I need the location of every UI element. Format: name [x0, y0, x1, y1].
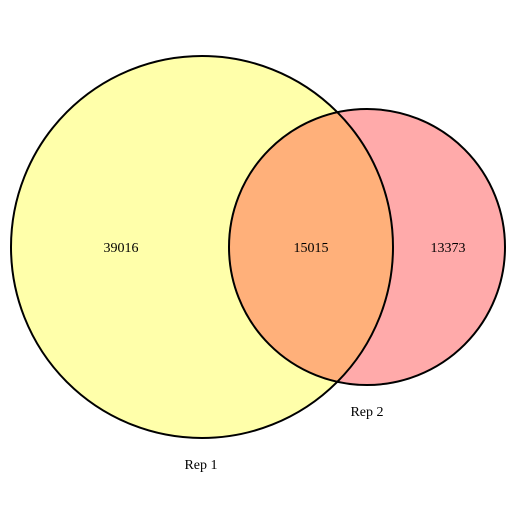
rep1-outline — [10, 55, 394, 439]
rep1-only-count: 39016 — [104, 241, 139, 256]
rep2-only-count: 13373 — [431, 241, 466, 256]
overlap-region — [229, 109, 393, 385]
rep2-outline — [228, 108, 506, 386]
rep1-label: Rep 1 — [184, 458, 217, 473]
intersection-count: 15015 — [294, 241, 329, 256]
rep2-label: Rep 2 — [350, 405, 383, 420]
